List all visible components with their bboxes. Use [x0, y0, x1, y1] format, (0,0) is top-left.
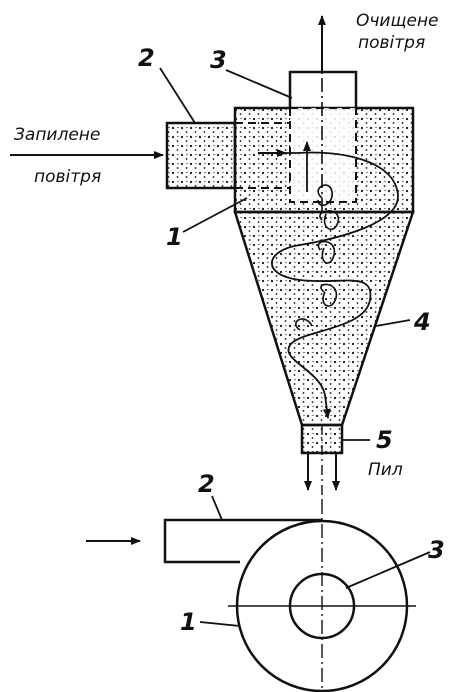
vortex-path	[258, 151, 399, 419]
dusty-air-label-line1: Запилене	[14, 125, 100, 145]
leader-3-top	[225, 69, 293, 99]
callout-1-bottom: 1	[180, 608, 197, 636]
callout-1-top: 1	[166, 223, 183, 251]
vortex-inner-loops	[295, 184, 339, 331]
leader-4	[375, 319, 411, 327]
callout-3-top: 3	[210, 46, 227, 74]
leader-3-bottom	[345, 551, 431, 589]
leader-1-top	[182, 197, 248, 233]
callout-3-bottom: 3	[428, 536, 445, 564]
dusty-air-label-line2: повітря	[34, 167, 101, 187]
callout-4: 4	[413, 308, 431, 336]
callout-5: 5	[376, 426, 393, 454]
callout-2-bottom: 2	[198, 470, 215, 498]
callout-2-top: 2	[138, 44, 155, 72]
cyclone-side-view	[10, 15, 415, 500]
leader-2-bottom	[211, 495, 223, 521]
clean-air-label-line2: повітря	[358, 33, 425, 53]
leader-2-top	[159, 67, 196, 124]
plan-inlet-duct	[163, 518, 322, 564]
dust-label: Пил	[368, 460, 403, 480]
inlet-pipe	[165, 121, 237, 190]
cyclone-plan-view	[86, 495, 431, 692]
exhaust-pipe	[288, 70, 358, 110]
clean-air-label-line1: Очищене	[356, 11, 439, 31]
leader-1-bottom	[199, 621, 241, 627]
